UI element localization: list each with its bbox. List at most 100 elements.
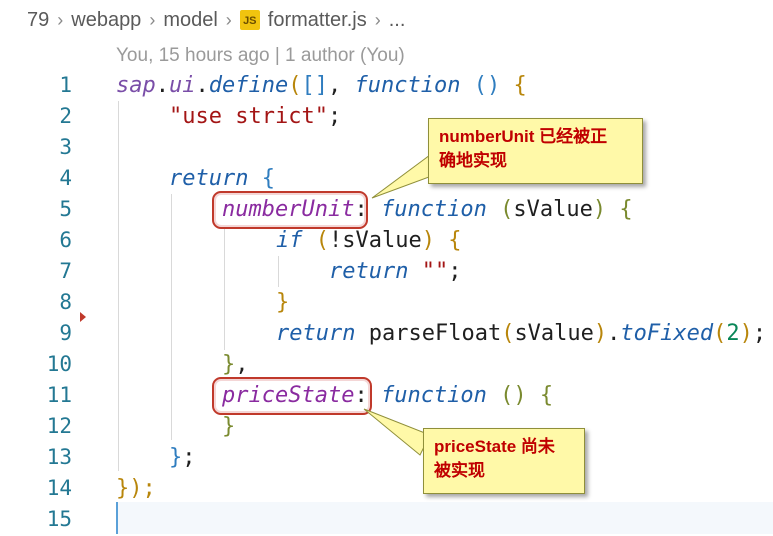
callout-line: 确地实现 (439, 151, 507, 170)
token: } (222, 352, 236, 377)
line-number: 9 (59, 321, 72, 345)
chevron-right-icon: › (374, 9, 381, 30)
indent-guide (278, 256, 279, 287)
code-line-14: }); (116, 473, 156, 504)
token: , (327, 73, 355, 98)
code-line-13: }; (169, 442, 196, 473)
line-number: 12 (46, 414, 72, 438)
token: priceState (222, 383, 355, 408)
token (527, 383, 540, 408)
code-line-5: numberUnit: function (sValue) { (222, 194, 633, 225)
line-number: 6 (59, 228, 72, 252)
current-line-highlight (116, 502, 773, 534)
line-number: 7 (59, 259, 72, 283)
token: ; (182, 445, 196, 470)
indent-guide (171, 194, 172, 440)
callout-pricestate: priceState 尚未 被实现 (423, 428, 585, 494)
token: return (169, 166, 249, 191)
token: () (473, 73, 501, 98)
token: ; (448, 259, 462, 284)
token: }); (116, 476, 156, 501)
token: numberUnit (222, 197, 355, 222)
token (487, 197, 500, 222)
token: return (276, 321, 356, 346)
code-line-12: } (222, 411, 235, 442)
change-marker-icon (80, 312, 86, 322)
breadcrumb-item-model[interactable]: model (163, 8, 218, 31)
javascript-file-icon: JS (239, 10, 260, 30)
token: ( (713, 321, 727, 346)
token (303, 228, 316, 253)
token: ( (288, 73, 302, 98)
token: function (380, 383, 487, 408)
line-number: 2 (59, 104, 72, 128)
token (606, 197, 619, 222)
code-line-9: return parseFloat(sValue).toFixed(2); (276, 318, 766, 349)
token: function (354, 73, 461, 98)
token: function (380, 197, 487, 222)
callout-numberunit: numberUnit 已经被正 确地实现 (428, 118, 643, 184)
token (408, 259, 421, 284)
token (487, 383, 500, 408)
line-number: 13 (46, 445, 72, 469)
code-line-1: sap.ui.define([], function () { (116, 70, 527, 101)
token: "" (421, 259, 449, 284)
code-line-7: return ""; (329, 256, 461, 287)
token: } (222, 414, 236, 439)
token: sValue (514, 321, 594, 346)
code-line-8: } (276, 287, 289, 318)
chevron-right-icon: › (225, 9, 232, 30)
token: ( (315, 228, 329, 253)
token: ) (593, 321, 608, 346)
breadcrumb-item-file[interactable]: formatter.js (267, 8, 367, 31)
token: 2 (726, 321, 740, 346)
chevron-right-icon: › (149, 9, 156, 30)
token: { (619, 197, 633, 222)
token: ! (329, 228, 343, 253)
token: "use strict" (169, 104, 328, 129)
token: { (513, 73, 527, 98)
token: } (169, 445, 183, 470)
token: ) (421, 228, 435, 253)
line-number: 3 (59, 135, 72, 159)
token: { (261, 166, 275, 191)
token: : (354, 383, 368, 408)
breadcrumb-item-number[interactable]: 79 (27, 8, 50, 31)
token (248, 166, 261, 191)
token: ) (739, 321, 753, 346)
line-number: 8 (59, 290, 72, 314)
token (460, 73, 473, 98)
token (500, 73, 513, 98)
line-number: 10 (46, 352, 72, 376)
breadcrumb-item-webapp[interactable]: webapp (71, 8, 142, 31)
callout-line: priceState 尚未 (434, 437, 555, 456)
line-number: 1 (59, 73, 72, 97)
token: ; (752, 321, 767, 346)
code-line-11: priceState: function () { (222, 380, 553, 411)
indent-guide (224, 225, 225, 350)
callout-line: 被实现 (434, 461, 485, 480)
token: sValue (342, 228, 422, 253)
chevron-right-icon: › (57, 9, 64, 30)
indent-guide (118, 101, 119, 471)
breadcrumb: 79 › webapp › model › JS formatter.js › … (0, 0, 773, 40)
token: { (448, 228, 462, 253)
token: } (276, 290, 290, 315)
token: . (155, 73, 169, 98)
token: toFixed (620, 321, 714, 346)
code-line-10: }, (222, 349, 249, 380)
token: , (235, 352, 249, 377)
token: { (539, 383, 554, 408)
git-blame-annotation[interactable]: You, 15 hours ago | 1 author (You) (116, 45, 405, 66)
token: sap (116, 73, 156, 98)
token: parseFloat (368, 321, 502, 346)
line-number: 4 (59, 166, 72, 190)
callout-line: numberUnit 已经被正 (439, 127, 608, 146)
pricestate-highlight-box (212, 377, 372, 415)
breadcrumb-item-more[interactable]: ... (388, 8, 406, 31)
token (435, 228, 448, 253)
token: sValue (513, 197, 593, 222)
token: ( (500, 197, 514, 222)
token: . (195, 73, 209, 98)
token: . (607, 321, 621, 346)
